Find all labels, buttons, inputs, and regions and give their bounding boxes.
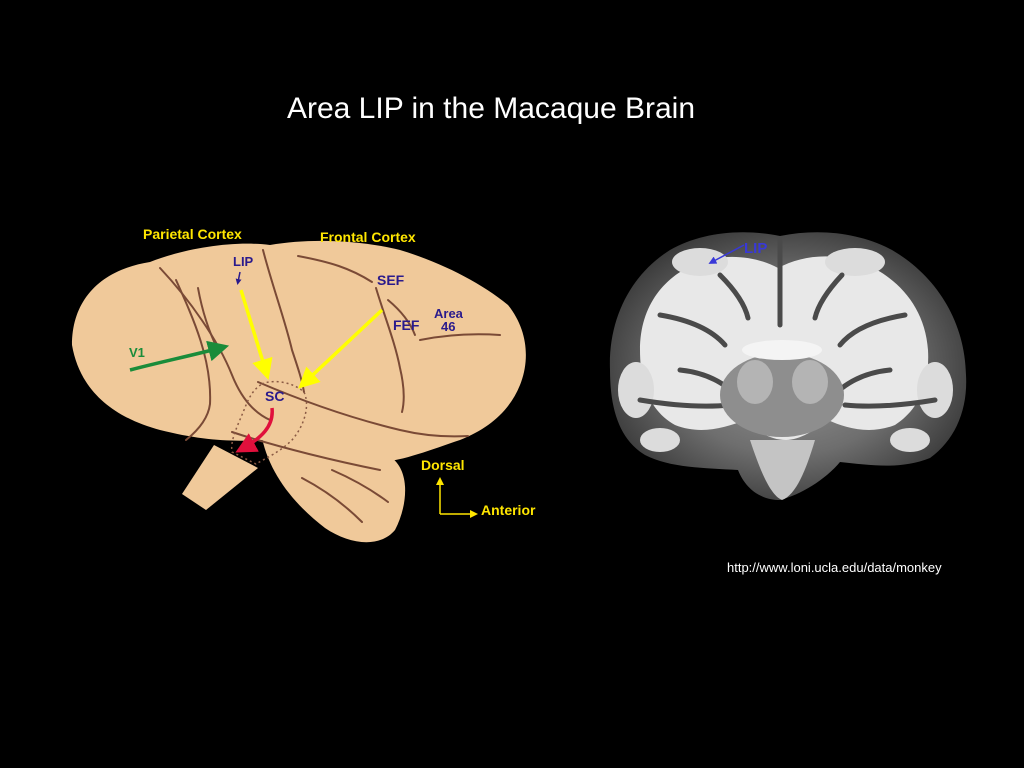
frontal-cortex-label: Frontal Cortex [320,229,416,245]
fef-to-sc-arrow [298,308,384,389]
cerebellar-fold-2 [331,469,389,503]
sc-region-outline [230,380,308,465]
v1-label: V1 [129,345,145,360]
area46-label-line2: 46 [441,319,455,334]
sc-label: SC [265,388,284,404]
fef-sulcus [387,299,416,336]
mri-lip-pointer-arrow [708,244,745,264]
source-url[interactable]: http://www.loni.ucla.edu/data/monkey [727,560,942,575]
superior-frontal-sulcus [297,255,373,283]
brainstem [182,445,258,510]
mri-coronal-slice: LIP [609,232,967,501]
sulci [159,249,501,523]
mri-gyri [618,248,953,452]
lip-to-sc-arrow [239,289,273,381]
mri-deep-structures [720,353,844,437]
mri-corpus-callosum [742,340,822,360]
sylvian-fissure [257,381,469,438]
fef-label: FEF [393,317,420,333]
principal-sulcus [419,333,501,341]
area46-label-line1: Area [434,306,464,321]
arcuate-sulcus [375,287,405,413]
mri-lip-label: LIP [744,240,767,257]
cerebellar-fold-1 [301,477,363,523]
mri-sulci [637,237,938,409]
mri-thalamus-right [792,360,828,404]
parietal-cortex-label: Parietal Cortex [143,226,242,242]
sef-label: SEF [377,272,405,288]
dorsal-label: Dorsal [421,457,465,473]
cerebellum [262,435,406,543]
anterior-label: Anterior [481,502,536,518]
mri-thalamus-left [737,360,773,404]
brain-diagram: Parietal Cortex Frontal Cortex LIP SEF F… [72,226,536,543]
mri-brainstem [750,440,815,500]
v1-to-lip-arrow [129,340,230,372]
sc-output-arrow [235,407,274,453]
lip-pointer-arrow [235,271,242,285]
lunate-sulcus [175,279,212,441]
slide-title: Area LIP in the Macaque Brain [286,92,696,125]
orientation-indicator: Dorsal Anterior [421,457,536,518]
lip-label: LIP [233,254,254,269]
